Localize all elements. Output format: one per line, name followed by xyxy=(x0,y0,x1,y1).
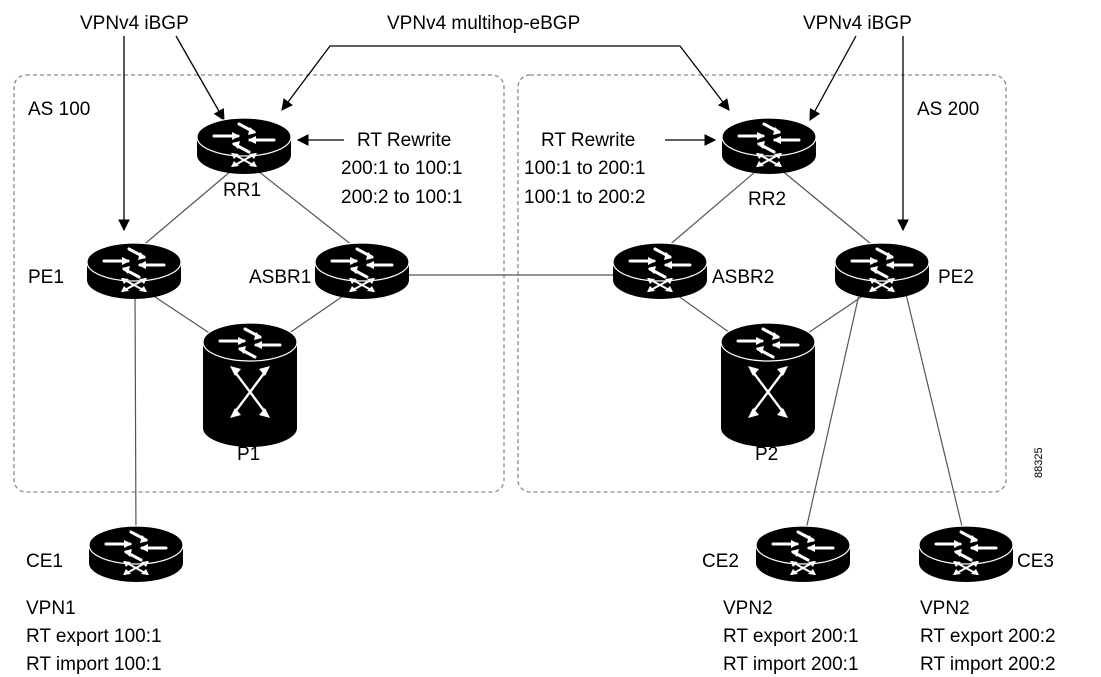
as-100-label: AS 100 xyxy=(28,99,90,120)
pe2-router-icon[interactable] xyxy=(833,241,931,301)
rr1-router-icon[interactable] xyxy=(195,116,293,176)
ce3-vpn-name: VPN2 xyxy=(920,598,970,619)
link-rr1-pe1 xyxy=(133,159,245,254)
ce1-label: CE1 xyxy=(26,551,63,572)
p2-label: P2 xyxy=(755,444,778,465)
ce1-router-icon[interactable] xyxy=(87,524,185,584)
link-pe1-ce1 xyxy=(134,284,137,546)
rt-rewrite-right-line2: 100:1 to 200:2 xyxy=(524,187,646,208)
bgp-sessions xyxy=(118,35,909,232)
rr2-router-icon[interactable] xyxy=(720,116,818,176)
as-100-boundary xyxy=(13,74,505,493)
ce3-label: CE3 xyxy=(1017,551,1054,572)
link-rr1-asbr1 xyxy=(243,159,363,254)
link-rr2-pe2 xyxy=(768,159,883,254)
p1-label: P1 xyxy=(237,444,260,465)
ce1-rt-import: RT import 100:1 xyxy=(26,654,162,675)
asbr2-router-icon[interactable] xyxy=(611,241,709,301)
as-200-label: AS 200 xyxy=(917,99,979,120)
ibgp-right-arrow-rr2 xyxy=(809,35,857,122)
ce2-rt-export: RT export 200:1 xyxy=(723,626,859,647)
asbr1-label: ASBR1 xyxy=(249,267,311,288)
ebgp-label: VPNv4 multihop-eBGP xyxy=(387,13,580,34)
rt-rewrite-left-title: RT Rewrite xyxy=(357,130,451,151)
ibgp-left-label: VPNv4 iBGP xyxy=(80,13,189,34)
ce3-rt-import: RT import 200:2 xyxy=(920,654,1056,675)
pe2-label: PE2 xyxy=(938,267,974,288)
link-pe2-ce2 xyxy=(802,289,861,544)
ce2-vpn-name: VPN2 xyxy=(723,598,773,619)
link-rr2-asbr2 xyxy=(659,159,770,254)
rt-rewrite-left-line1: 200:1 to 100:1 xyxy=(341,158,463,179)
p1-switch-icon[interactable] xyxy=(201,321,299,449)
ce3-router-icon[interactable] xyxy=(917,524,1015,584)
ibgp-left-arrow-rr1 xyxy=(175,35,225,122)
ce2-router-icon[interactable] xyxy=(754,524,852,584)
p2-switch-icon[interactable] xyxy=(719,321,817,449)
rr2-label: RR2 xyxy=(748,189,786,210)
asbr2-label: ASBR2 xyxy=(712,267,774,288)
ce1-rt-export: RT export 100:1 xyxy=(26,626,162,647)
as-200-boundary xyxy=(517,74,1007,493)
asbr1-router-icon[interactable] xyxy=(313,241,411,301)
link-pe2-ce3 xyxy=(904,289,967,544)
rr1-label: RR1 xyxy=(223,180,261,201)
ibgp-right-label: VPNv4 iBGP xyxy=(803,13,912,34)
figure-id: 88325 xyxy=(1033,447,1045,478)
rt-rewrite-right-title: RT Rewrite xyxy=(541,130,635,151)
ebgp-arrow xyxy=(281,45,730,111)
ce1-vpn-name: VPN1 xyxy=(26,598,76,619)
pe1-router-icon[interactable] xyxy=(85,241,183,301)
ce3-rt-export: RT export 200:2 xyxy=(920,626,1056,647)
ce2-label: CE2 xyxy=(702,551,739,572)
rt-rewrite-right-line1: 100:1 to 200:1 xyxy=(524,158,646,179)
rt-rewrite-left-line2: 200:2 to 100:1 xyxy=(341,187,463,208)
ce2-rt-import: RT import 200:1 xyxy=(723,654,859,675)
pe1-label: PE1 xyxy=(28,267,64,288)
